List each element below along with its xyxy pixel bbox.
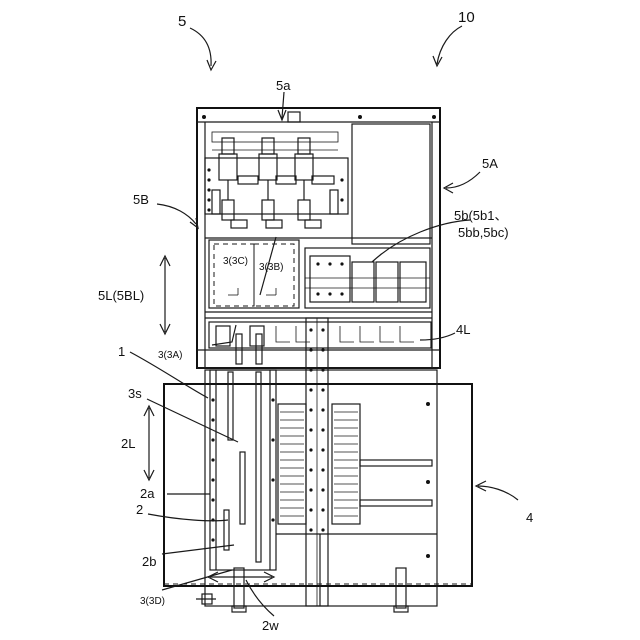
terminal-block-5b <box>305 248 430 308</box>
label-2a: 2a <box>140 486 155 501</box>
label-3-3C: 3(3C) <box>223 256 248 267</box>
label-2L: 2L <box>121 436 135 451</box>
label-3-3D: 3(3D) <box>140 596 165 607</box>
vent-grille-right <box>332 404 360 524</box>
label-5A: 5A <box>482 156 498 171</box>
breaker-assembly <box>205 132 348 228</box>
label-2w: 2w <box>262 618 279 633</box>
label-1: 1 <box>118 344 125 359</box>
label-5b-line2: 5bb,5bc) <box>458 225 509 240</box>
label-5b-line1: 5b(5b1、 <box>454 208 507 223</box>
label-4L: 4L <box>456 322 470 337</box>
label-5: 5 <box>178 13 186 30</box>
left-panel-2 <box>210 334 276 570</box>
label-3-3A: 3(3A) <box>158 350 182 361</box>
leader-lines <box>130 26 518 616</box>
label-5B: 5B <box>133 192 149 207</box>
vent-grille-left <box>278 404 306 524</box>
label-2b: 2b <box>142 554 156 569</box>
dashed-compartments <box>209 240 299 308</box>
label-3-3B: 3(3B) <box>259 262 283 273</box>
label-3s: 3s <box>128 386 142 401</box>
label-10: 10 <box>458 9 475 26</box>
center-busbar <box>306 318 328 606</box>
label-4: 4 <box>526 510 533 525</box>
label-5a: 5a <box>276 78 291 93</box>
label-2: 2 <box>136 502 143 517</box>
label-5L-5BL: 5L(5BL) <box>98 288 144 303</box>
